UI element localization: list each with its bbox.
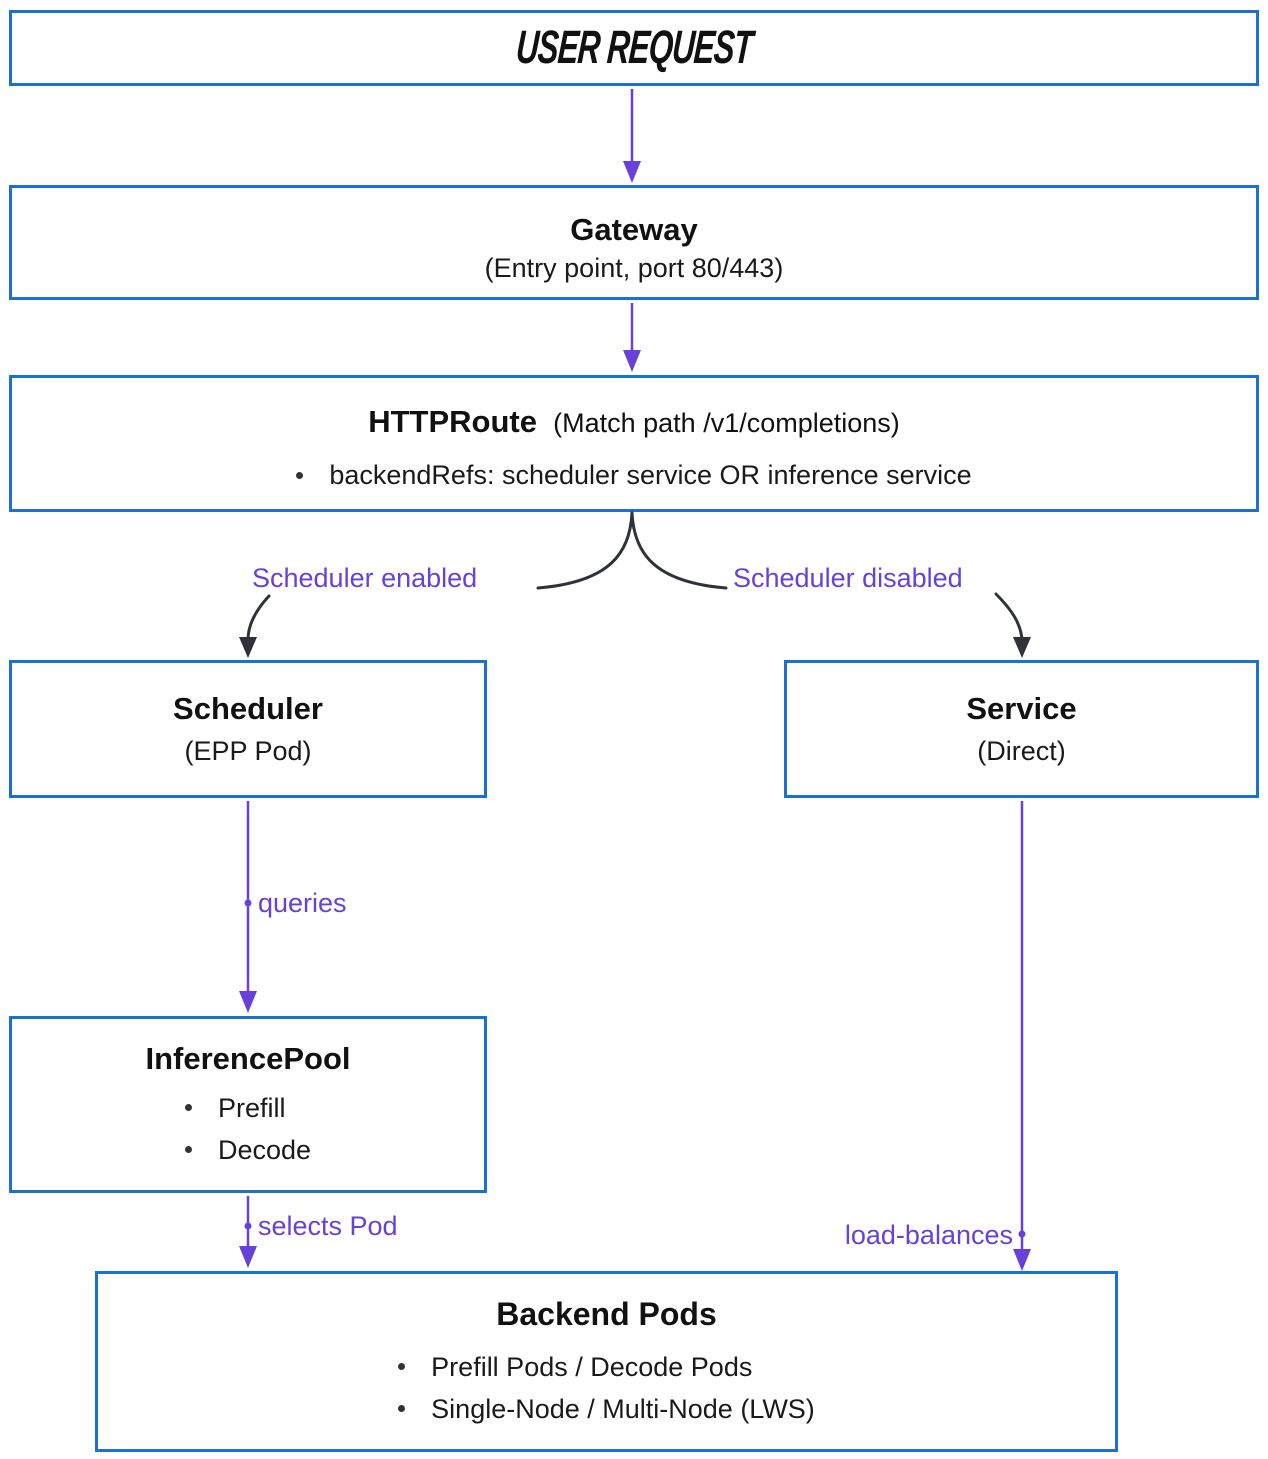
arrowhead-icon (1013, 1249, 1031, 1271)
arrowhead-icon (239, 637, 257, 658)
bullet-dot-icon (184, 1104, 192, 1111)
edge-label-dot (244, 1222, 252, 1230)
gateway-title: Gateway (570, 211, 698, 247)
scheduler-title: Scheduler (173, 691, 323, 726)
arrow-disabled-to-service (994, 592, 1024, 642)
inference-pool-title: InferencePool (145, 1040, 351, 1076)
httproute-bullet-list: backendRefs: scheduler service OR infere… (296, 455, 972, 495)
edge-label-dot (244, 899, 252, 907)
list-item: Decode (184, 1129, 311, 1171)
list-item: Prefill Pods / Decode Pods (398, 1346, 815, 1388)
arrow-enabled-to-scheduler (246, 594, 271, 642)
bullet-dot-icon (398, 1405, 406, 1412)
node-scheduler: Scheduler (EPP Pod) (9, 660, 487, 798)
bullet-dot-icon (398, 1363, 406, 1370)
node-gateway: Gateway (Entry point, port 80/443) (9, 185, 1259, 300)
inference-pool-bullet-list: Prefill Decode (184, 1087, 311, 1171)
backend-pods-bullet-list: Prefill Pods / Decode Pods Single-Node /… (398, 1346, 815, 1430)
httproute-title-line: HTTPRoute (Match path /v1/completions) (368, 400, 900, 445)
arrowhead-icon (623, 161, 641, 183)
scheduler-subtitle: (EPP Pod) (184, 736, 312, 766)
gateway-subtitle: (Entry point, port 80/443) (484, 252, 784, 283)
node-backend-pods: Backend Pods Prefill Pods / Decode Pods … (95, 1271, 1118, 1452)
list-item: backendRefs: scheduler service OR infere… (296, 455, 972, 495)
user-request-title: USER REQUEST (514, 21, 754, 74)
edge-label-queries: queries (258, 888, 347, 918)
edge-label-load-balances: load-balances (844, 1220, 1013, 1250)
backend-pods-title: Backend Pods (496, 1295, 717, 1332)
node-user-request: USER REQUEST (9, 10, 1259, 86)
fork-curve-left (536, 511, 634, 590)
arrowhead-icon (1013, 637, 1031, 658)
service-title: Service (966, 691, 1077, 726)
arrowhead-icon (623, 350, 641, 372)
edge-label-scheduler-disabled: Scheduler disabled (733, 563, 963, 593)
httproute-title: HTTPRoute (368, 404, 537, 439)
service-subtitle: (Direct) (977, 736, 1066, 766)
arrowhead-icon (239, 991, 257, 1013)
fork-curve-right (630, 511, 728, 590)
list-item: Prefill (184, 1087, 311, 1129)
node-service: Service (Direct) (784, 660, 1259, 798)
edge-label-scheduler-enabled: Scheduler enabled (252, 563, 478, 593)
edge-label-dot (1018, 1230, 1026, 1238)
node-httproute: HTTPRoute (Match path /v1/completions) b… (9, 375, 1259, 512)
arrowhead-icon (239, 1246, 257, 1268)
edge-label-selects-pod: selects Pod (258, 1211, 398, 1241)
bullet-dot-icon (296, 471, 304, 479)
httproute-title-suffix: (Match path /v1/completions) (553, 408, 900, 438)
node-inference-pool: InferencePool Prefill Decode (9, 1016, 487, 1193)
list-item: Single-Node / Multi-Node (LWS) (398, 1388, 815, 1430)
bullet-dot-icon (184, 1146, 192, 1153)
